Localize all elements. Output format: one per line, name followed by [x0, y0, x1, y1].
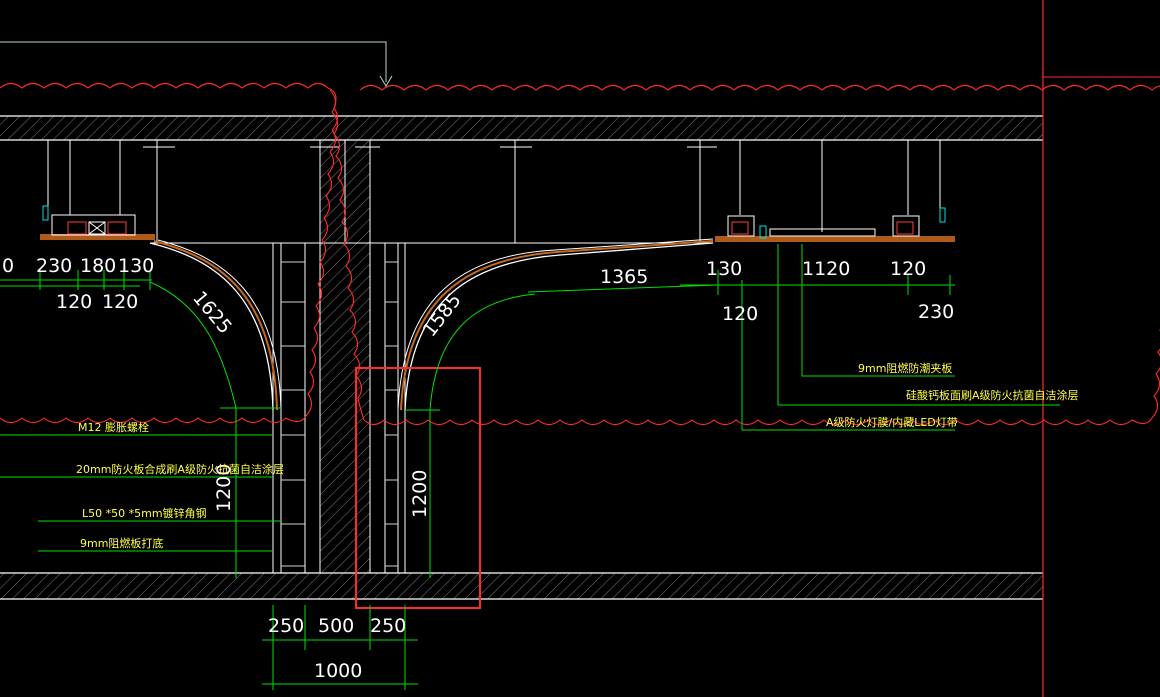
dim-top-right-2: 1120 [802, 258, 850, 280]
top-leader [0, 41, 393, 87]
dimension-lines [0, 244, 1060, 690]
note-base-board: 9mm阻燃板打底 [80, 536, 163, 550]
dim-height-left: 1200 [213, 464, 235, 512]
angle-steel-ribs [281, 261, 398, 567]
dim-top-left-sub-2: 120 [102, 291, 138, 313]
light-trough-left [40, 205, 155, 240]
dim-bottom-3: 250 [370, 615, 406, 637]
dim-bottom-1: 250 [268, 615, 304, 637]
curved-cladding [149, 238, 714, 411]
dim-arc-left: 1625 [188, 287, 236, 338]
structural-column [272, 140, 406, 573]
dim-top-left-3: 180 [80, 255, 116, 277]
dim-span: 1365 [600, 266, 648, 288]
dim-top-right-sub-2: 230 [918, 301, 954, 323]
light-trough-right [715, 207, 955, 242]
dim-bottom-2: 500 [318, 615, 354, 637]
dim-bottom-total: 1000 [314, 660, 362, 682]
ceiling-frame [47, 140, 941, 244]
note-calcium-silicate: 硅酸钙板面刷A级防火抗菌自洁涂层 [906, 388, 1079, 402]
dim-top-left-sub-1: 120 [56, 291, 92, 313]
dim-top-right-3: 120 [890, 258, 926, 280]
dim-top-left-2: 230 [36, 255, 72, 277]
dim-top-right-sub-1: 120 [722, 303, 758, 325]
revision-cloud-left [0, 82, 339, 424]
ceiling-slab [0, 115, 1043, 141]
floor-slab [0, 572, 1043, 600]
note-led-film: A级防火灯膜/内藏LED灯带 [826, 415, 958, 429]
dim-top-left-4: 130 [118, 255, 154, 277]
note-plywood: 9mm阻燃防潮夹板 [858, 361, 952, 375]
dim-top-right-1: 130 [706, 258, 742, 280]
note-angle-steel: L50 *50 *5mm镀锌角钢 [82, 506, 207, 520]
dim-arc-right: 1585 [419, 289, 466, 341]
highlight-box [355, 367, 481, 609]
note-bolt: M12 膨胀螺栓 [78, 420, 149, 434]
note-fireproof-board: 20mm防火板合成刷A级防火抗菌自洁涂层 [76, 462, 284, 476]
dim-height-right: 1200 [409, 470, 431, 518]
revision-cloud-right [329, 84, 1160, 426]
dim-top-left-1: 0 [2, 255, 14, 277]
